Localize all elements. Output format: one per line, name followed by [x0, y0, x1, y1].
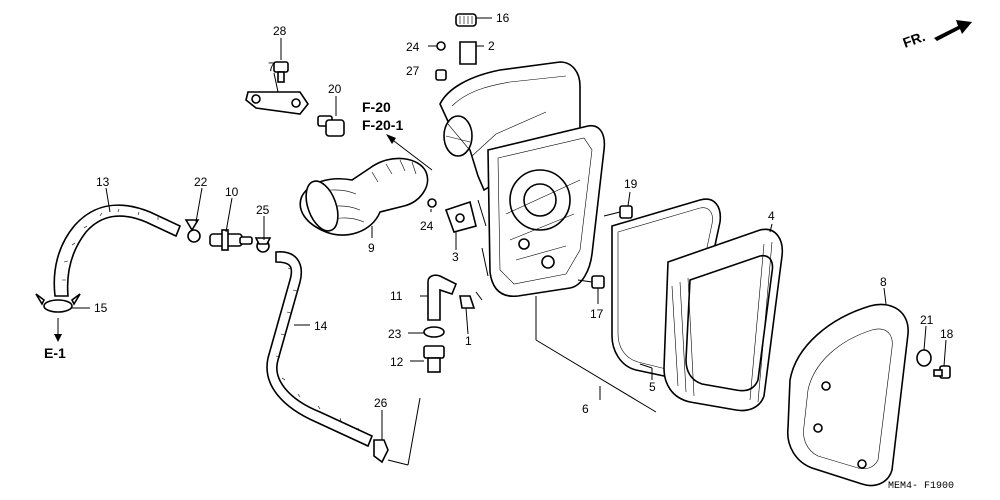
callout-25: 25	[256, 203, 270, 217]
callout-7: 7	[268, 60, 275, 74]
callout-15: 15	[94, 301, 108, 315]
air-filter-element-4	[663, 228, 784, 412]
callout-27: 27	[406, 64, 420, 78]
drawing-code: MEM4- F1900	[888, 481, 954, 492]
front-arrow-icon	[934, 20, 972, 41]
ref-label-f20: F-20	[362, 99, 391, 115]
callout-21: 21	[920, 313, 934, 327]
screw-19	[603, 205, 633, 219]
callout-2: 2	[488, 39, 495, 53]
callout-24-top: 24	[406, 40, 420, 54]
bolt-24-mid	[427, 198, 437, 208]
sensor-20	[317, 108, 345, 137]
nut-27	[435, 69, 447, 81]
callout-6: 6	[582, 402, 589, 416]
washer-21	[916, 349, 932, 367]
callout-9: 9	[368, 241, 375, 255]
clip-23	[423, 326, 445, 338]
clip-1	[459, 295, 476, 309]
front-direction-indicator: FR.	[901, 20, 972, 51]
callout-11: 11	[390, 289, 403, 303]
callout-5: 5	[649, 380, 656, 394]
callout-28: 28	[273, 24, 287, 38]
callout-26: 26	[374, 396, 388, 410]
rubber-16	[455, 13, 477, 27]
bracket-7	[245, 91, 309, 115]
bolt-28	[273, 61, 289, 83]
callout-20: 20	[328, 82, 342, 96]
callout-1: 1	[465, 334, 472, 348]
ref-label-e1: E-1	[44, 345, 66, 361]
bracket-3	[444, 200, 477, 233]
callout-3: 3	[452, 250, 459, 264]
clip-22	[184, 219, 201, 243]
air-cleaner-upper-case	[439, 61, 581, 192]
clip-25	[254, 237, 272, 253]
air-cleaner-cover-8	[787, 303, 909, 487]
air-cleaner-main-case	[487, 125, 606, 297]
part-number-callouts: 1 2 3 4 5 6 7 8 9 10 11 12 13 14 15 16 1…	[94, 11, 954, 416]
callout-19: 19	[624, 177, 638, 191]
clip-2	[459, 41, 477, 65]
drain-plug-12	[423, 345, 445, 373]
callout-16: 16	[496, 11, 510, 25]
callout-14: 14	[314, 319, 328, 333]
direction-label: FR.	[901, 28, 928, 51]
callout-22: 22	[194, 175, 208, 189]
callout-12: 12	[390, 355, 404, 369]
callout-24-mid: 24	[420, 219, 434, 233]
callout-8: 8	[880, 275, 887, 289]
callout-10: 10	[225, 185, 239, 199]
bolt-24-top	[436, 41, 446, 51]
hose-clip-15	[35, 293, 81, 313]
hose-13	[53, 204, 182, 297]
callout-4: 4	[768, 209, 775, 223]
hose-14	[266, 251, 374, 448]
elbow-11	[427, 274, 458, 321]
connector-10	[209, 229, 253, 251]
callout-13: 13	[96, 175, 110, 189]
callout-23: 23	[388, 327, 402, 341]
callout-17: 17	[590, 307, 604, 321]
bolt-18	[933, 365, 951, 379]
ref-label-f20-1: F-20-1	[362, 117, 403, 133]
intake-tube-9	[299, 157, 429, 236]
callout-18: 18	[940, 327, 954, 341]
leader-lines	[72, 17, 947, 440]
